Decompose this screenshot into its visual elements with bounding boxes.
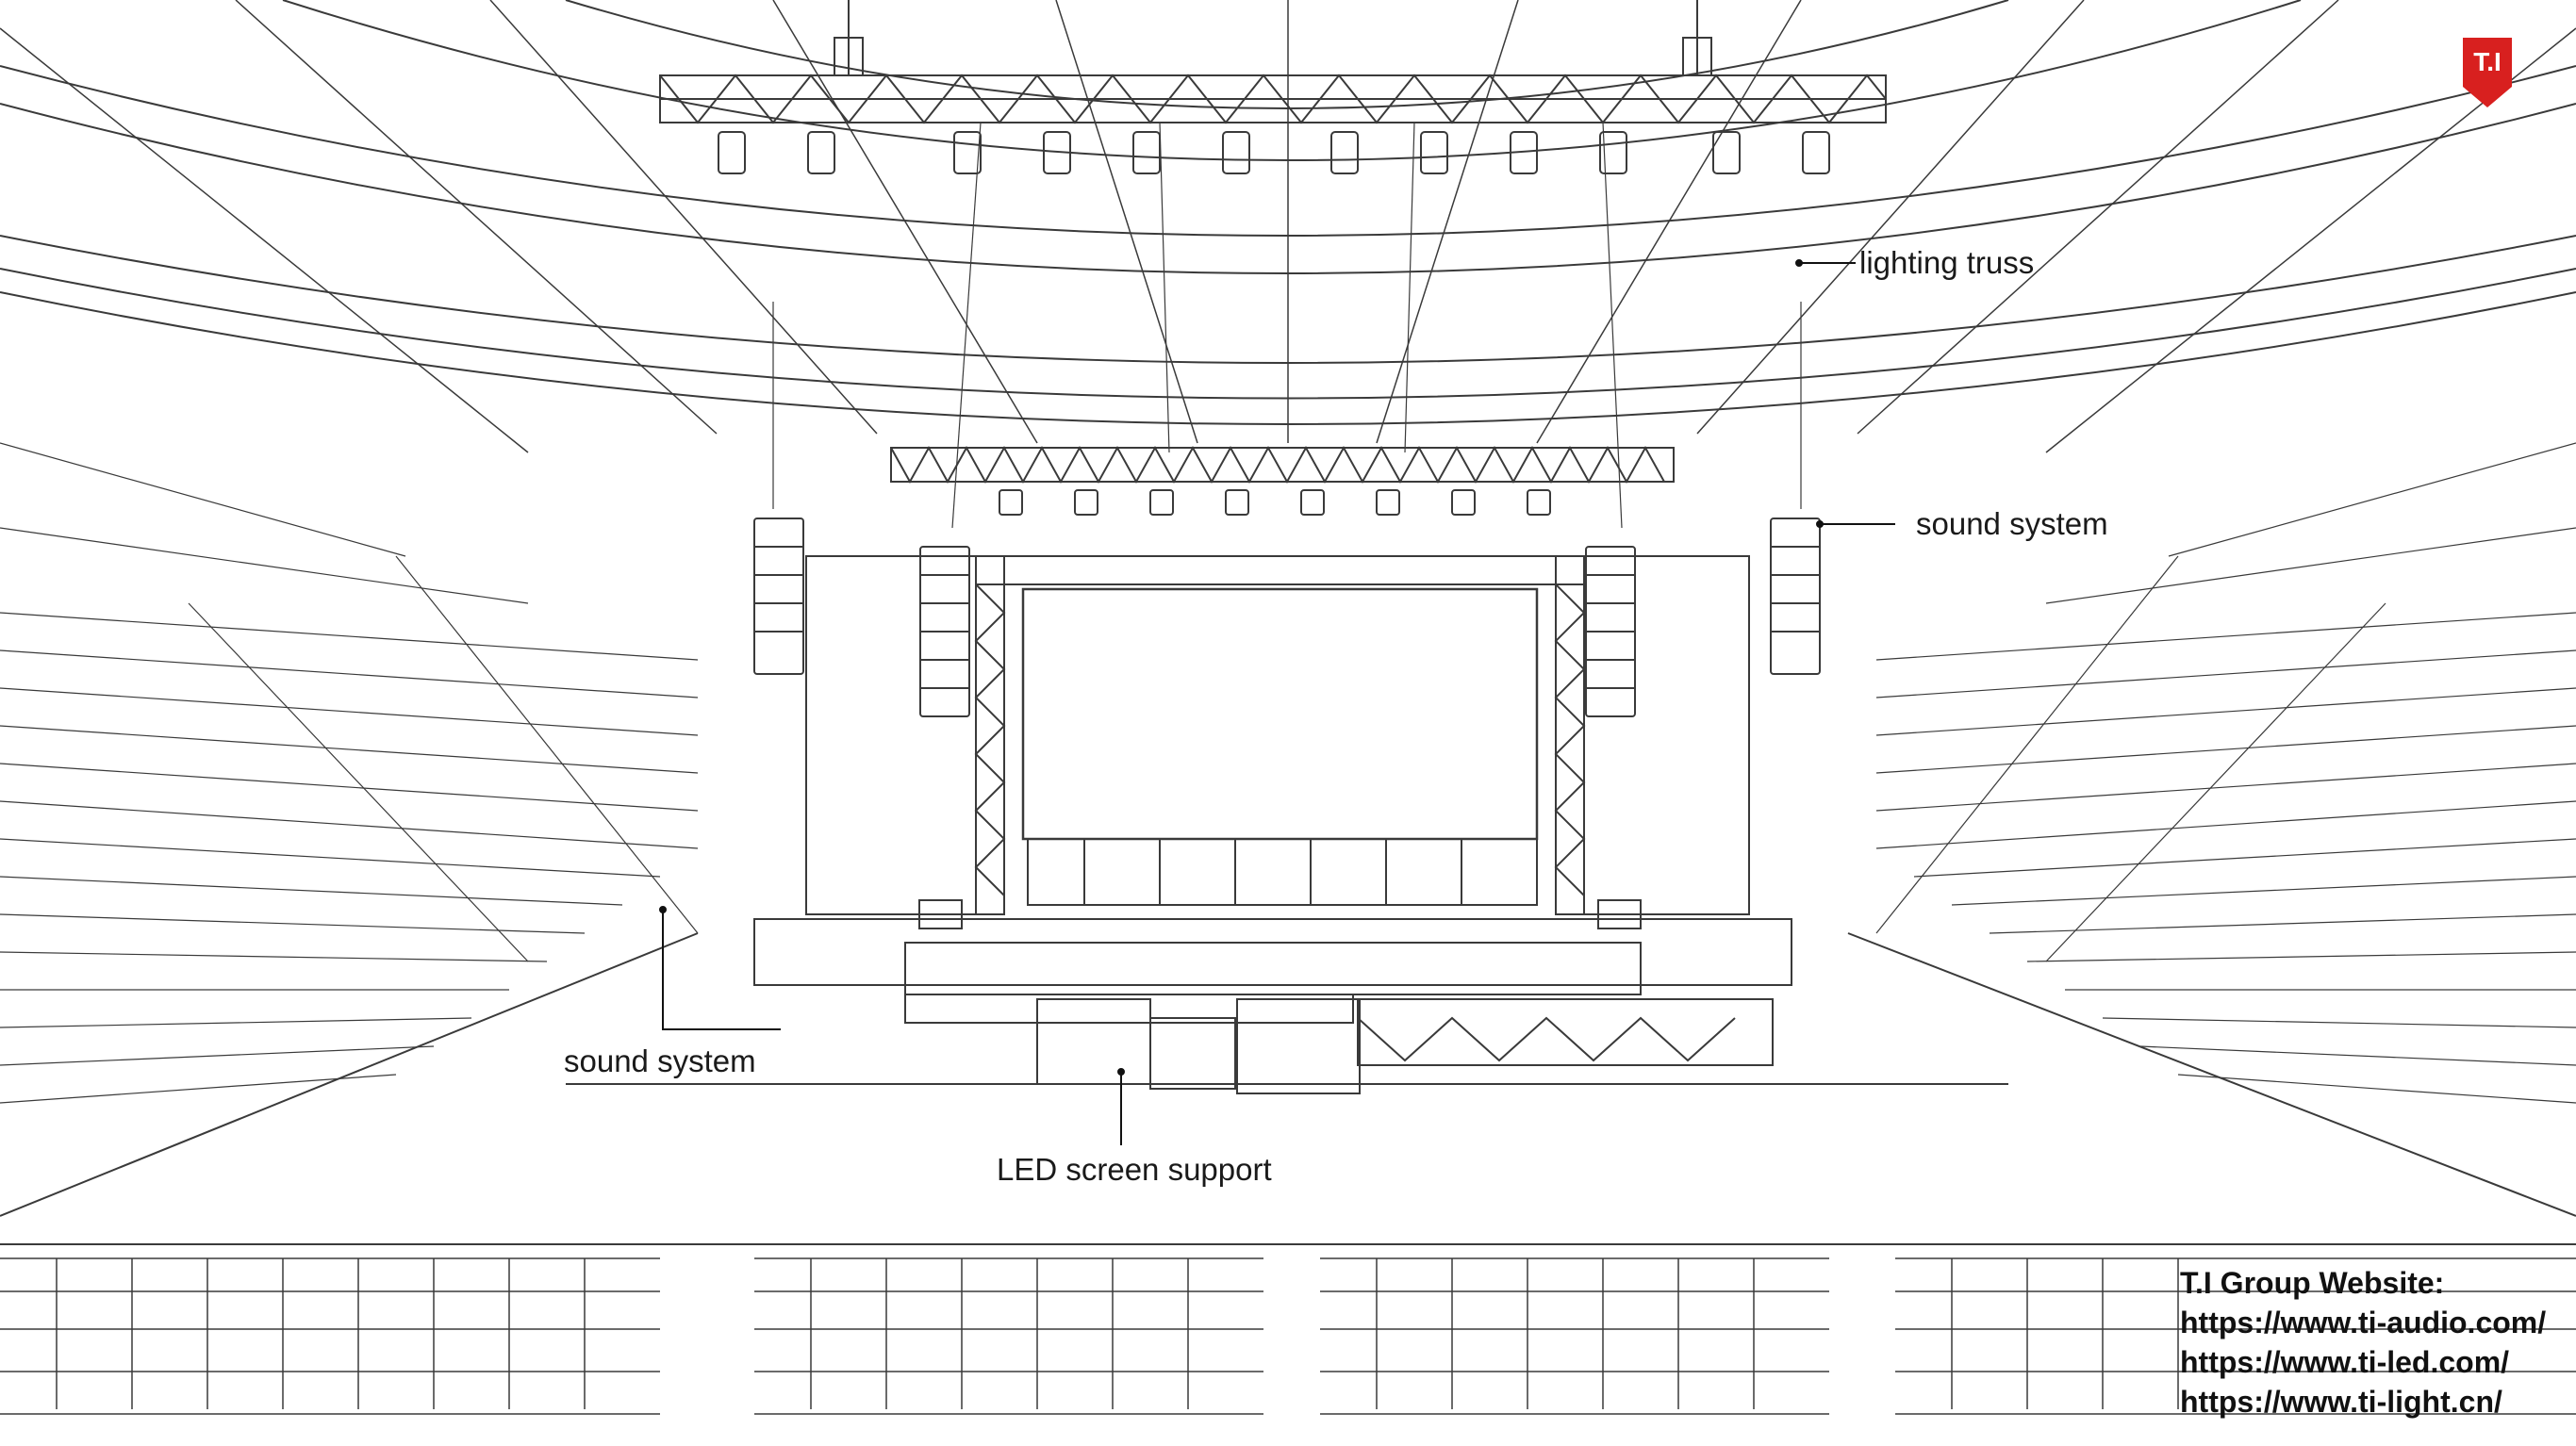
led-screen — [1021, 587, 1539, 841]
led-screen-support-label: LED screen support — [997, 1152, 1272, 1187]
foreground-chairs — [0, 1257, 2576, 1415]
shield-icon — [2463, 38, 2512, 107]
arena-floor — [0, 932, 2576, 1245]
stage-platforms — [753, 899, 1792, 1094]
stage-frame-truss — [974, 555, 1586, 915]
website-url: https://www.ti-audio.com/ — [2180, 1306, 2547, 1339]
roof-ribs — [0, 0, 2576, 453]
line-array-speakers — [753, 518, 1821, 717]
website-block: T.I Group Website: https://www.ti-audio.… — [2180, 1263, 2546, 1421]
back-walls — [805, 555, 1750, 915]
right-seating — [1875, 442, 2576, 1104]
website-url: https://www.ti-light.cn/ — [2180, 1385, 2502, 1419]
sound-system-left-label: sound system — [564, 1043, 756, 1078]
callout-leaders — [659, 259, 1895, 1145]
lighting-truss-label: lighting truss — [1859, 245, 2035, 280]
upper-lighting-truss — [659, 0, 1887, 124]
website-url: https://www.ti-led.com/ — [2180, 1345, 2510, 1379]
left-seating — [0, 442, 699, 1104]
rigging-cables — [772, 122, 1802, 529]
upper-truss-fixtures — [718, 131, 1830, 174]
sound-system-right-label: sound system — [1916, 506, 2108, 541]
website-title: T.I Group Website: — [2180, 1266, 2445, 1300]
main-lighting-truss — [890, 445, 1675, 516]
ti-logo: T.I — [2463, 38, 2512, 107]
logo-text: T.I — [2473, 47, 2502, 76]
screen-base-rail — [1027, 838, 1538, 906]
